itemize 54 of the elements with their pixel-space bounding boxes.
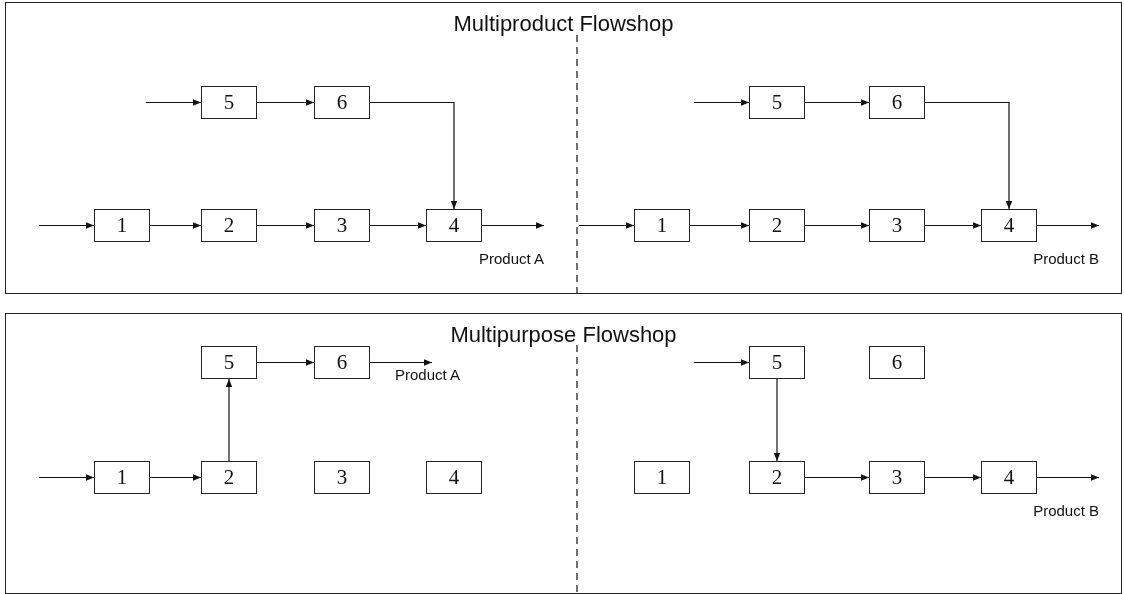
panel-title: Multipurpose Flowshop xyxy=(450,322,677,348)
process-box: 1 xyxy=(634,461,690,494)
arrow xyxy=(1036,222,1100,229)
process-box: 1 xyxy=(94,461,150,494)
arrow xyxy=(804,222,870,229)
arrow xyxy=(693,99,750,106)
arrow xyxy=(924,101,1013,210)
arrow xyxy=(693,359,750,366)
process-box: 2 xyxy=(749,209,805,242)
process-box: 5 xyxy=(201,86,257,119)
arrow xyxy=(1036,474,1100,481)
process-box: 6 xyxy=(869,346,925,379)
panel-frame xyxy=(5,2,1122,294)
arrow xyxy=(804,474,870,481)
arrow xyxy=(481,222,545,229)
process-box: 4 xyxy=(426,209,482,242)
arrow xyxy=(149,222,202,229)
arrow xyxy=(256,99,315,106)
arrow xyxy=(38,474,95,481)
process-box: 3 xyxy=(869,461,925,494)
arrow xyxy=(149,474,202,481)
process-box: 1 xyxy=(94,209,150,242)
arrow xyxy=(38,222,95,229)
arrow xyxy=(924,222,982,229)
process-box: 2 xyxy=(749,461,805,494)
process-box: 2 xyxy=(201,209,257,242)
arrow xyxy=(773,378,781,462)
process-box: 5 xyxy=(749,86,805,119)
process-box: 3 xyxy=(869,209,925,242)
arrow xyxy=(369,359,433,366)
arrow xyxy=(924,474,982,481)
arrow xyxy=(689,222,750,229)
arrow xyxy=(578,222,635,229)
arrow xyxy=(145,99,202,106)
process-box: 5 xyxy=(749,346,805,379)
arrow xyxy=(369,222,427,229)
arrow xyxy=(804,99,870,106)
process-box: 6 xyxy=(314,346,370,379)
process-box: 6 xyxy=(869,86,925,119)
process-box: 4 xyxy=(981,209,1037,242)
process-box: 3 xyxy=(314,461,370,494)
arrow xyxy=(369,101,458,210)
arrow xyxy=(225,378,233,462)
arrow xyxy=(256,359,315,366)
arrow xyxy=(256,222,315,229)
process-box: 1 xyxy=(634,209,690,242)
process-box: 3 xyxy=(314,209,370,242)
process-box: 5 xyxy=(201,346,257,379)
process-box: 2 xyxy=(201,461,257,494)
process-box: 4 xyxy=(981,461,1037,494)
panel-title: Multiproduct Flowshop xyxy=(453,11,674,37)
process-box: 6 xyxy=(314,86,370,119)
process-box: 4 xyxy=(426,461,482,494)
panel-frame xyxy=(5,313,1122,594)
